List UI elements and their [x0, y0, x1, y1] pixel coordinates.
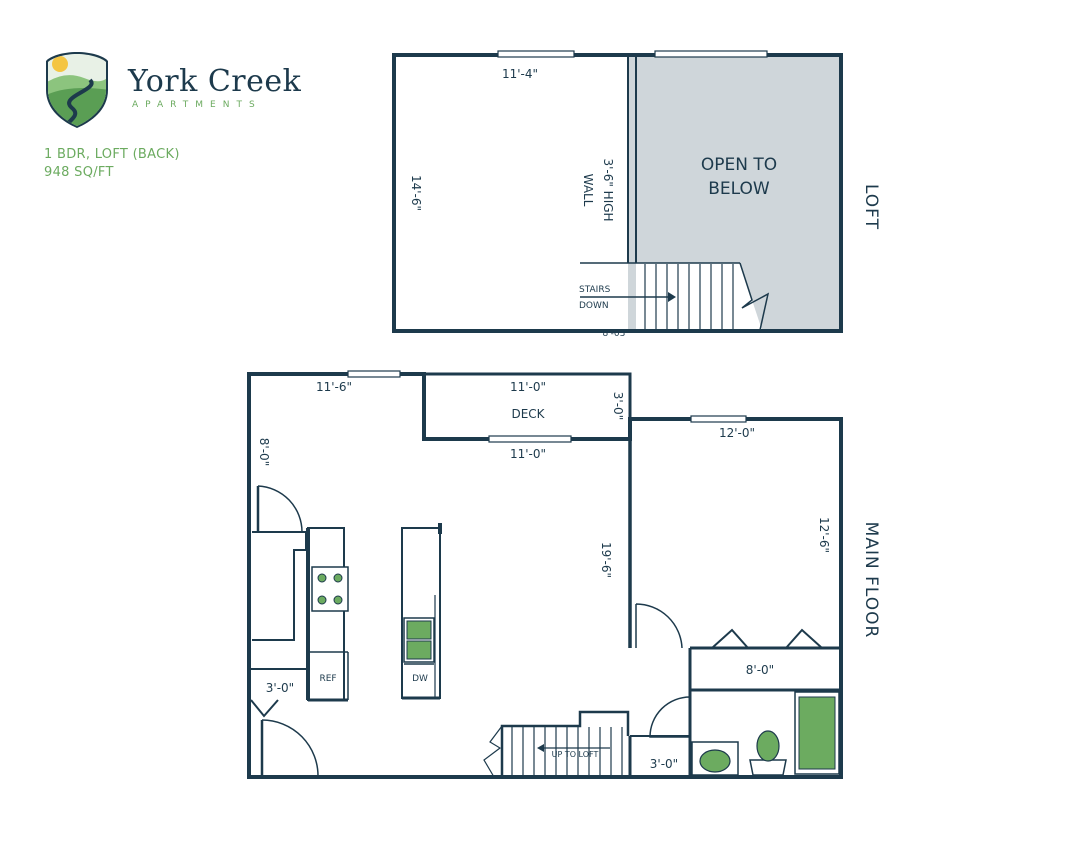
stair-walls — [500, 710, 630, 777]
open-to-below-label-1: OPEN TO — [701, 155, 777, 175]
kitchen-counter — [307, 527, 345, 701]
deck-width-top-label: 11'-0" — [510, 380, 546, 394]
brand-name: York Creek — [128, 64, 302, 99]
main-floor-label: MAIN FLOOR — [861, 522, 881, 639]
stairs-up-label: UP TO LOFT — [552, 750, 599, 759]
toilet-tank — [749, 759, 787, 776]
dishwasher-label: DW — [412, 674, 428, 684]
bedroom-width-label: 12'-0" — [719, 426, 755, 440]
pantry-shelves — [252, 531, 307, 641]
loft-depth-label: 14'-6" — [409, 175, 423, 211]
loft-width-label: 11'-4" — [502, 67, 538, 81]
kitchen-island — [401, 527, 441, 699]
closet-bifold-1 — [711, 628, 749, 649]
loft-stair-dim: 8'-03" — [602, 329, 629, 339]
main-stair-break-line — [483, 725, 503, 778]
main-stair-treads — [511, 727, 623, 776]
kitchen-sink-icon — [406, 620, 432, 640]
loft-window-2 — [654, 50, 768, 58]
deck-label: DECK — [511, 407, 545, 421]
bath-width-label: 3'-0" — [650, 757, 678, 771]
deck-depth-label: 3'-0" — [611, 392, 625, 420]
unit-size: 948 SQ/FT — [44, 165, 114, 180]
sink-icon — [699, 749, 731, 773]
half-wall-label-1: 3'-6" HIGH — [601, 158, 615, 221]
stair-break-line — [739, 262, 770, 331]
living-window — [347, 370, 401, 378]
bedroom-door — [635, 603, 683, 649]
entry-closet-door — [250, 699, 279, 718]
bathtub-basin-icon — [798, 696, 836, 770]
loft-window-1 — [497, 50, 575, 58]
burner-icon — [333, 595, 343, 605]
toilet-icon — [756, 730, 780, 762]
half-wall-label-2: WALL — [581, 174, 595, 207]
open-to-below-label-2: BELOW — [708, 179, 770, 199]
shield-landscape-icon — [46, 52, 108, 128]
bedroom-depth-label: 12'-6" — [817, 517, 831, 553]
living-depth-label: 19'-6" — [599, 542, 613, 578]
loft-plan: 11'-4" 14'-6" 3'-6" HIGH WALL OPEN TO BE… — [392, 50, 881, 339]
range — [311, 566, 349, 612]
burner-icon — [317, 595, 327, 605]
bedroom-window — [690, 415, 747, 423]
loft-floor-label: LOFT — [861, 184, 881, 230]
stairs-down-label-2: DOWN — [579, 301, 609, 311]
brand-block: York Creek APARTMENTS 1 BDR, LOFT (BACK)… — [44, 50, 304, 190]
stairs-down-label-1: STAIRS — [579, 285, 611, 295]
fridge-label: REF — [319, 674, 336, 684]
deck-width-bottom-label: 11'-0" — [510, 447, 546, 461]
left-depth-label: 8'-0" — [257, 438, 271, 466]
unit-type: 1 BDR, LOFT (BACK) — [44, 147, 180, 162]
brand-subtitle: APARTMENTS — [132, 100, 262, 110]
closet-bifold-2 — [785, 628, 823, 649]
deck-door — [488, 435, 572, 443]
living-width-label: 11'-6" — [316, 380, 352, 394]
bath-door — [649, 696, 691, 738]
main-floor-plan: REF DW UP TO LOFT 11'-6" 11'-0" DECK 3'-… — [247, 370, 881, 779]
burner-icon — [333, 573, 343, 583]
loft-outline — [392, 53, 843, 333]
closet-width-label: 8'-0" — [746, 663, 774, 677]
entry-width-label: 3'-0" — [266, 681, 294, 695]
burner-icon — [317, 573, 327, 583]
